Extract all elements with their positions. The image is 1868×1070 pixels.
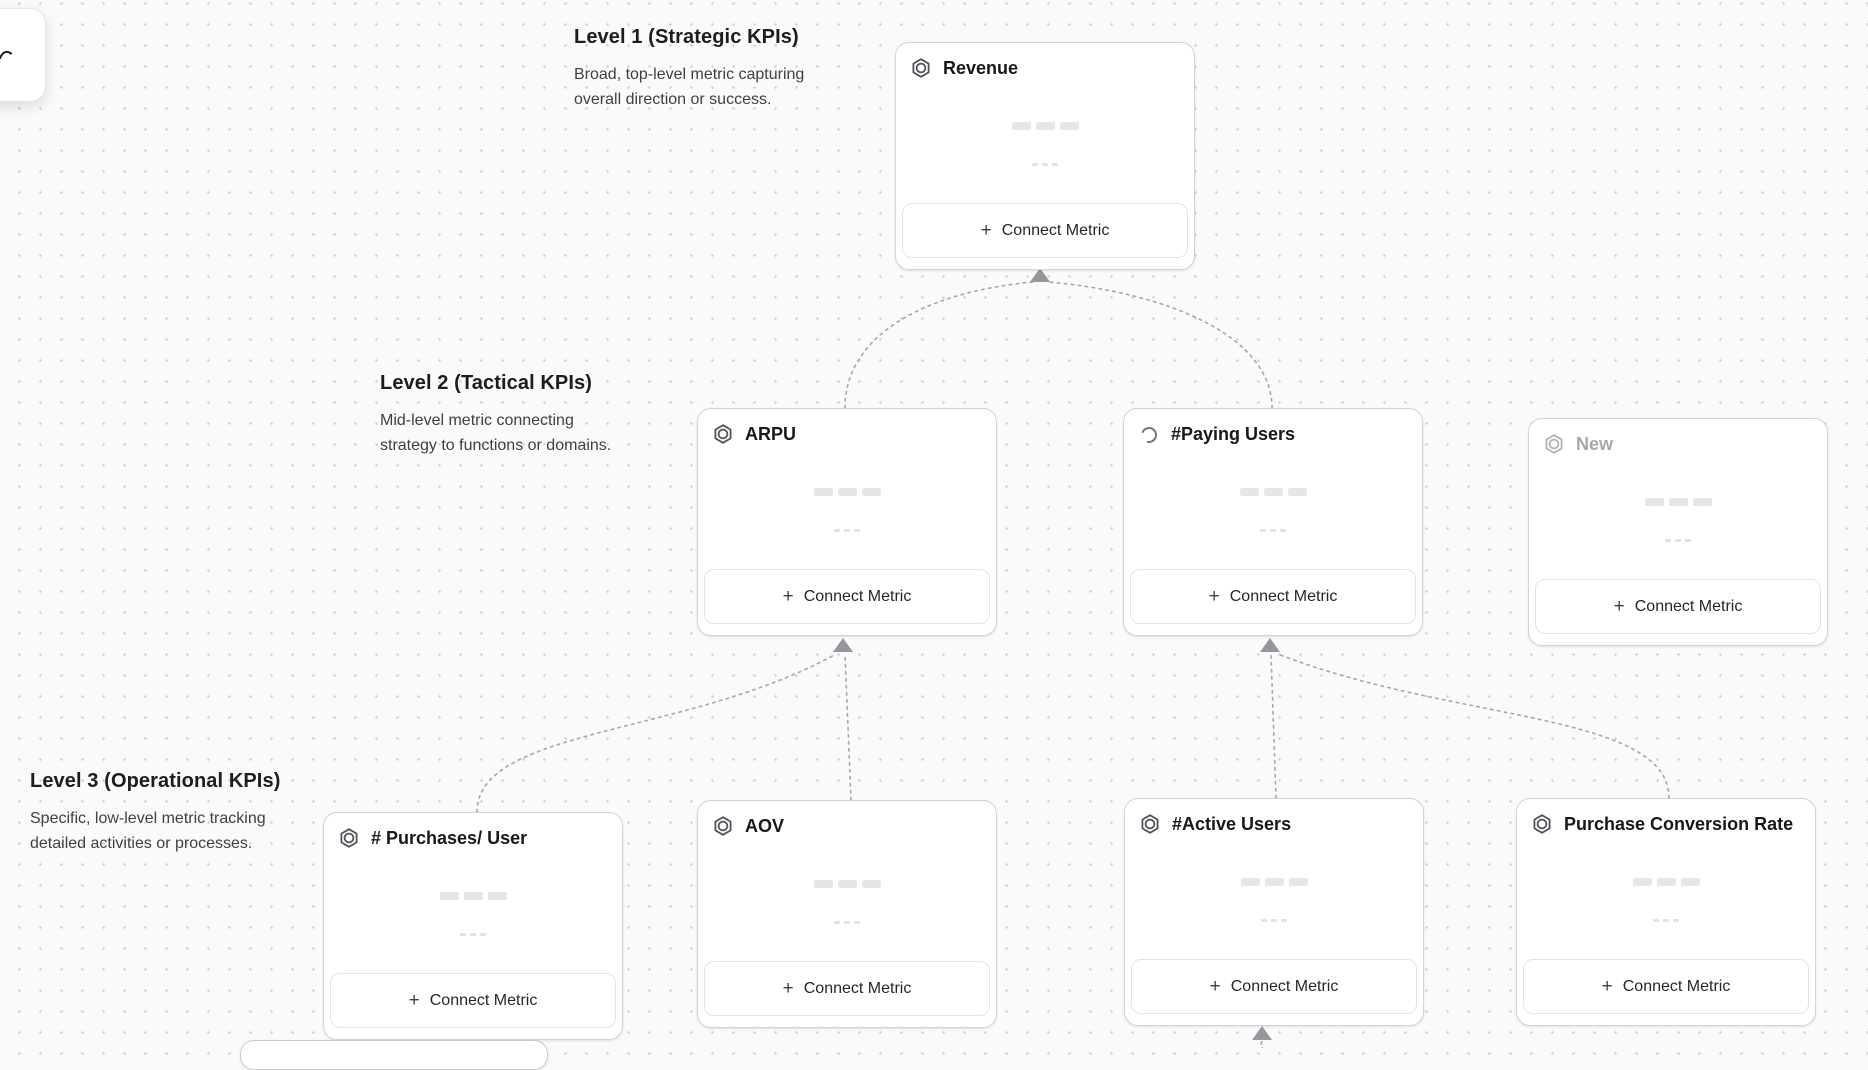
metric-card-title: # Purchases/ User [371, 827, 528, 848]
metric-card-title: Revenue [943, 57, 1019, 78]
arrowhead-into-activeusers [1252, 1026, 1272, 1040]
metric-card-title: New [1576, 433, 1614, 454]
metric-card-title: AOV [745, 815, 785, 836]
level-2-title: Level 2 (Tactical KPIs) [380, 372, 593, 394]
plus-icon: + [782, 977, 794, 999]
connect-metric-button[interactable]: + Connect Metric [1523, 959, 1809, 1014]
plus-icon: + [408, 989, 420, 1011]
plus-icon: + [1613, 595, 1625, 617]
card-header: #Paying Users [1138, 423, 1295, 445]
plus-icon: + [1601, 975, 1613, 997]
card-header: Revenue [910, 57, 1018, 79]
metric-placeholder-skeleton [324, 892, 622, 936]
metric-hexagon-icon [712, 423, 734, 445]
connect-metric-button[interactable]: + Connect Metric [902, 203, 1188, 258]
level-3-label: Level 3 (Operational KPIs) Specific, low… [30, 770, 280, 856]
level-3-title: Level 3 (Operational KPIs) [30, 770, 281, 792]
level-1-label: Level 1 (Strategic KPIs) Broad, top-leve… [574, 26, 804, 112]
metric-card-arpu[interactable]: ARPU + Connect Metric [697, 408, 997, 636]
metric-hexagon-icon [338, 827, 360, 849]
connect-metric-label: Connect Metric [803, 979, 912, 997]
level-2-label: Level 2 (Tactical KPIs) Mid-level metric… [380, 372, 611, 458]
metric-placeholder-skeleton [1529, 498, 1827, 542]
connect-metric-button[interactable]: + Connect Metric [1130, 569, 1416, 624]
metric-card-title: #Paying Users [1171, 423, 1296, 444]
arrowhead-into-revenue [1030, 268, 1050, 282]
metric-card-paying-users[interactable]: #Paying Users + Connect Metric [1123, 408, 1423, 636]
metric-hexagon-icon [910, 57, 932, 79]
metric-card-title: ARPU [745, 423, 797, 444]
edge-aov-to-arpu [844, 653, 852, 801]
metric-placeholder-skeleton [1124, 488, 1422, 532]
loading-spinner-icon [1138, 423, 1160, 445]
connect-metric-label: Connect Metric [429, 991, 538, 1009]
edge-activeusers-to-payingusers [1270, 653, 1277, 799]
partial-card-offscreen[interactable] [240, 1040, 548, 1070]
edge-purchasesuser-to-arpu [476, 653, 837, 813]
metric-card-active-users[interactable]: #Active Users + Connect Metric [1124, 798, 1424, 1026]
metric-card-purchase-conversion-rate[interactable]: Purchase Conversion Rate + Connect Metri… [1516, 798, 1816, 1026]
connect-metric-button[interactable]: + Connect Metric [330, 973, 616, 1028]
metric-card-title: #Active Users [1172, 813, 1292, 834]
connect-metric-button[interactable]: + Connect Metric [704, 569, 990, 624]
metric-hexagon-icon [1139, 813, 1161, 835]
metric-placeholder-skeleton [1517, 878, 1815, 922]
connect-metric-label: Connect Metric [1001, 221, 1110, 239]
metric-hexagon-icon [1543, 433, 1565, 455]
level-1-title: Level 1 (Strategic KPIs) [574, 26, 799, 48]
connect-metric-button[interactable]: + Connect Metric [704, 961, 990, 1016]
card-header: ARPU [712, 423, 796, 445]
connect-metric-label: Connect Metric [1634, 597, 1743, 615]
edge-arpu-to-revenue [844, 281, 1034, 409]
metric-card-revenue[interactable]: Revenue + Connect Metric [895, 42, 1195, 270]
plus-icon: + [782, 585, 794, 607]
metric-card-title: Purchase Conversion Rate [1564, 813, 1794, 834]
connect-metric-label: Connect Metric [1622, 977, 1731, 995]
arrowhead-into-payingusers [1260, 638, 1280, 652]
edge-offscreen-to-activeusers [1260, 1041, 1264, 1048]
metric-hexagon-icon [712, 815, 734, 837]
metric-card-aov[interactable]: AOV + Connect Metric [697, 800, 997, 1028]
metric-card-purchases-per-user[interactable]: # Purchases/ User + Connect Metric [323, 812, 623, 1040]
connect-metric-label: Connect Metric [1230, 977, 1339, 995]
edge-payingusers-to-revenue [1047, 281, 1273, 409]
arrowhead-into-arpu [833, 638, 853, 652]
plus-icon: + [1208, 585, 1220, 607]
card-header: # Purchases/ User [338, 827, 527, 849]
metric-placeholder-skeleton [1125, 878, 1423, 922]
metric-card-new[interactable]: New + Connect Metric [1528, 418, 1828, 646]
metric-placeholder-skeleton [896, 122, 1194, 166]
connect-metric-label: Connect Metric [1229, 587, 1338, 605]
card-header: New [1543, 433, 1613, 455]
card-header: #Active Users [1139, 813, 1291, 835]
connect-metric-button[interactable]: + Connect Metric [1131, 959, 1417, 1014]
metric-placeholder-skeleton [698, 880, 996, 924]
connect-metric-button[interactable]: + Connect Metric [1535, 579, 1821, 634]
edge-pcr-to-payingusers [1277, 653, 1670, 799]
card-header: Purchase Conversion Rate [1531, 813, 1793, 835]
cursor-tool-icon [0, 50, 13, 60]
card-header: AOV [712, 815, 784, 837]
floating-toolbar-panel[interactable] [0, 8, 46, 102]
connect-metric-label: Connect Metric [803, 587, 912, 605]
plus-icon: + [980, 219, 992, 241]
metric-hexagon-icon [1531, 813, 1553, 835]
metric-placeholder-skeleton [698, 488, 996, 532]
plus-icon: + [1209, 975, 1221, 997]
